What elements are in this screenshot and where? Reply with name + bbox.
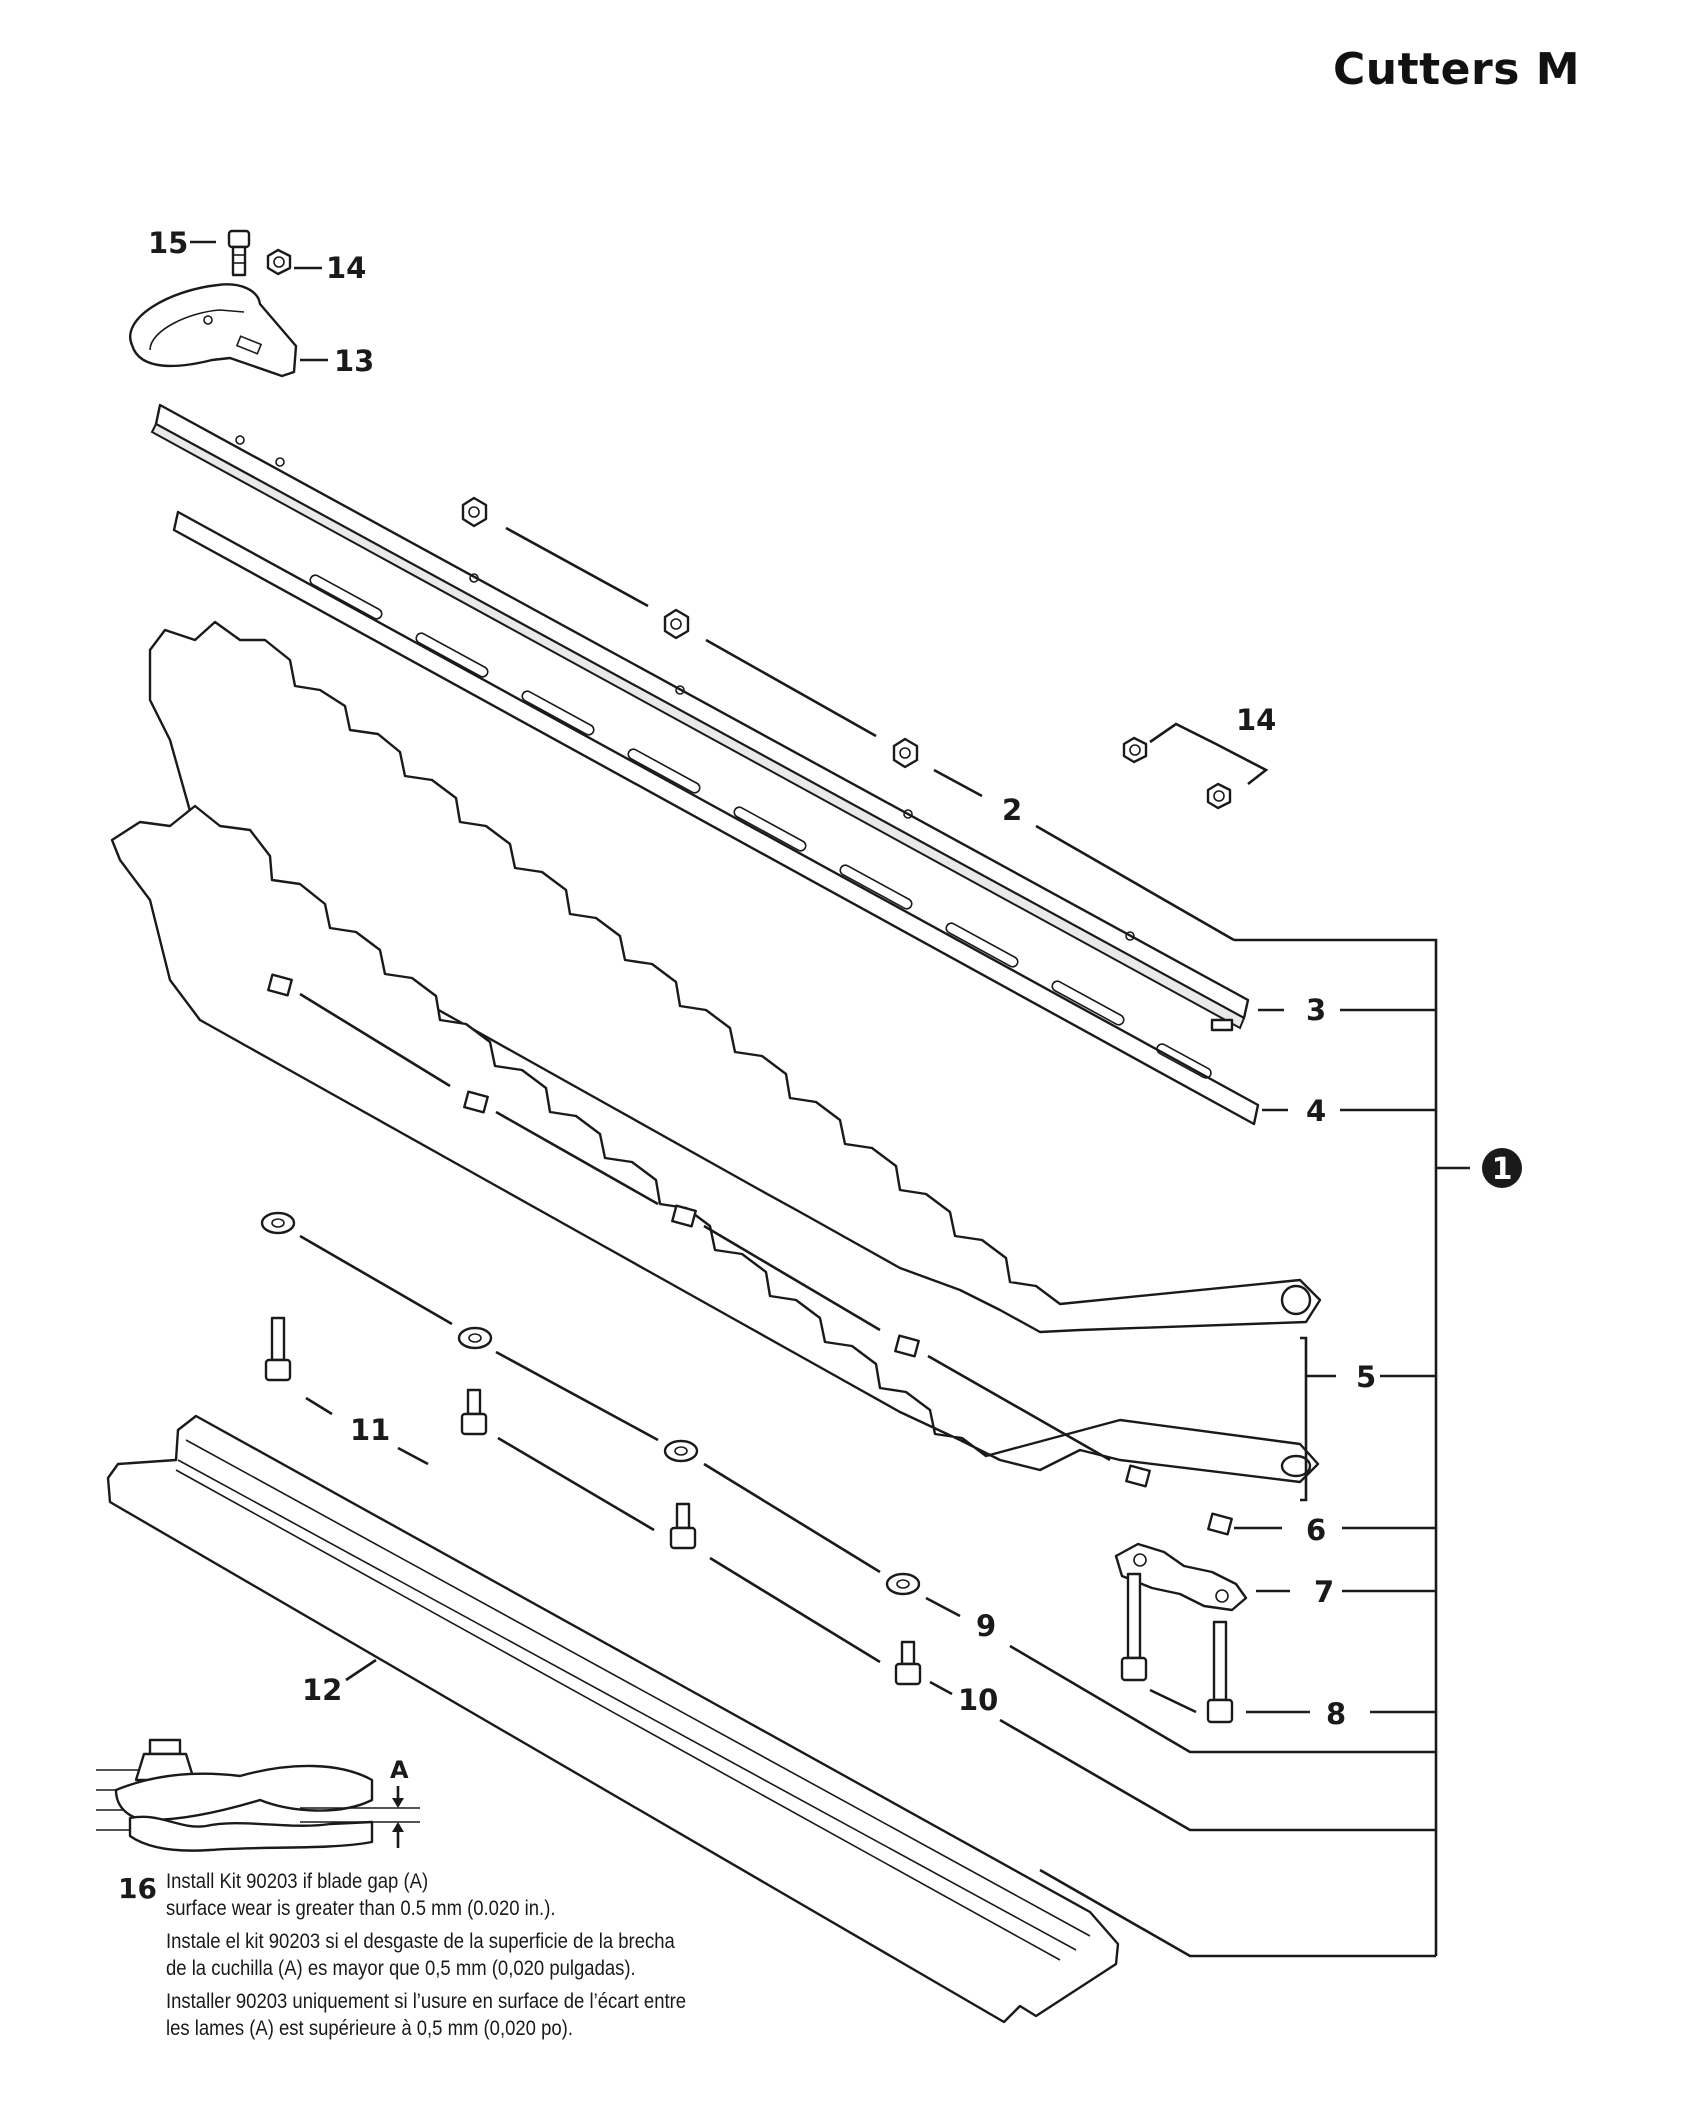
callout-4: 4 bbox=[1306, 1094, 1326, 1128]
spacers-part-6 bbox=[267, 973, 1233, 1536]
nut-part-14-top bbox=[266, 248, 322, 276]
callout-1: 1 bbox=[1492, 1152, 1513, 1187]
callout-15: 15 bbox=[148, 226, 188, 260]
callout-16: 16 bbox=[118, 1872, 157, 1905]
blade-gap-detail-part-16 bbox=[96, 1738, 420, 1852]
blade-part-5-upper bbox=[148, 620, 1322, 1334]
plate-part-4 bbox=[172, 510, 1260, 1126]
bar-part-12 bbox=[106, 1414, 1436, 2024]
bracket-part-13 bbox=[129, 283, 328, 378]
callout-10: 10 bbox=[958, 1683, 998, 1717]
callout-3: 3 bbox=[1306, 993, 1326, 1027]
screw-part-15 bbox=[190, 229, 251, 277]
callout-6: 6 bbox=[1306, 1513, 1326, 1547]
bolts-part-8 bbox=[1120, 1572, 1310, 1724]
page-title: Cutters M bbox=[1332, 44, 1580, 95]
installation-note: Install Kit 90203 if blade gap (A) surfa… bbox=[166, 1868, 699, 2048]
plate-part-7 bbox=[1114, 1542, 1290, 1612]
note-english-line1: Install Kit 90203 if blade gap (A) bbox=[166, 1869, 429, 1893]
callout-7: 7 bbox=[1314, 1575, 1334, 1609]
note-english-line2: surface wear is greater than 0.5 mm (0.0… bbox=[166, 1896, 556, 1920]
callout-13: 13 bbox=[334, 344, 374, 378]
dimension-label-a: A bbox=[390, 1756, 409, 1784]
callout-14-right: 14 bbox=[1236, 703, 1276, 737]
callout-12: 12 bbox=[302, 1673, 342, 1707]
note-spanish-line1: Instale el kit 90203 si el desgaste de l… bbox=[166, 1929, 675, 1953]
guide-bar-part-3 bbox=[150, 403, 1250, 1032]
bolts-part-10-11 bbox=[264, 1316, 1436, 1832]
callout-8: 8 bbox=[1326, 1697, 1346, 1731]
note-french-line2: les lames (A) est supérieure à 0,5 mm (0… bbox=[166, 2016, 573, 2040]
callout-9: 9 bbox=[976, 1609, 996, 1643]
note-spanish: Instale el kit 90203 si el desgaste de l… bbox=[166, 1928, 699, 1982]
callout-14-top: 14 bbox=[326, 251, 366, 285]
nuts-part-2 bbox=[461, 496, 1235, 942]
callout-2: 2 bbox=[1002, 793, 1022, 827]
note-spanish-line2: de la cuchilla (A) es mayor que 0,5 mm (… bbox=[166, 1956, 636, 1980]
note-french: Installer 90203 uniquement si l’usure en… bbox=[166, 1988, 699, 2042]
callout-11: 11 bbox=[350, 1413, 390, 1447]
kit-callout-badge: 1 bbox=[1482, 1148, 1522, 1188]
washers-part-9 bbox=[260, 1211, 1436, 1754]
note-french-line1: Installer 90203 uniquement si l’usure en… bbox=[166, 1989, 687, 2013]
nuts-part-14-right bbox=[1122, 722, 1269, 810]
note-english: Install Kit 90203 if blade gap (A) surfa… bbox=[166, 1868, 699, 1922]
blade-part-5-lower bbox=[110, 804, 1320, 1484]
callout-5: 5 bbox=[1356, 1360, 1376, 1394]
kit-bracket-lines bbox=[1234, 938, 1470, 1956]
